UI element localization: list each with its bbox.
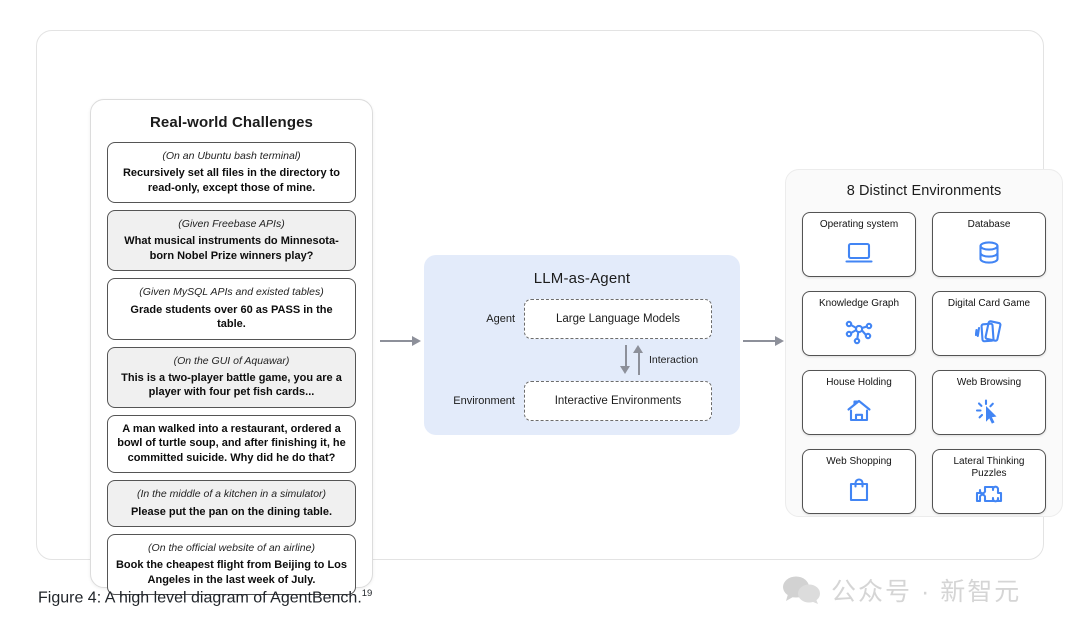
agent-row: Agent Large Language Models bbox=[436, 299, 712, 339]
figure-frame: Real-world Challenges (On an Ubuntu bash… bbox=[36, 30, 1063, 596]
challenge-text: Grade students over 60 as PASS in the ta… bbox=[130, 303, 333, 331]
environment-label: Database bbox=[967, 219, 1011, 230]
watermark-text: 公众号 · 新智元 bbox=[831, 578, 1022, 606]
challenge-card: (On the official website of an airline) B… bbox=[107, 534, 356, 596]
interaction-group: Interaction bbox=[620, 345, 698, 375]
challenge-text: Book the cheapest flight from Beijing to… bbox=[115, 559, 347, 586]
challenge-card: (On the GUI of Aquawar) This is a two-pla… bbox=[107, 346, 356, 408]
watermark: 公众号 · 新智元 bbox=[782, 572, 1021, 608]
environment-label: Lateral Thinking Puzzles bbox=[953, 456, 1025, 479]
environment-card[interactable]: Web Shopping bbox=[802, 449, 916, 514]
environment-card[interactable]: Operating system bbox=[802, 212, 916, 277]
house-icon bbox=[845, 392, 873, 430]
challenges-title: Real-world Challenges bbox=[150, 114, 313, 131]
knowledge-graph-icon bbox=[844, 313, 874, 351]
challenge-text: Please put the pan on the dining table. bbox=[130, 505, 333, 518]
laptop-icon bbox=[844, 234, 874, 272]
challenge-context: (Given MySQL APIs and existed tables) bbox=[139, 286, 324, 299]
interaction-arrows bbox=[620, 345, 644, 375]
challenge-context: (On the official website of an airline) bbox=[148, 542, 315, 555]
challenge-card: (On an Ubuntu bash terminal) Recursively … bbox=[107, 142, 356, 204]
challenge-context: (In the middle of a kitchen in a simulat… bbox=[136, 488, 327, 501]
challenge-card-list: (On an Ubuntu bash terminal) Recursively … bbox=[107, 142, 356, 596]
arrow-agent-to-environments bbox=[743, 334, 785, 348]
environment-card[interactable]: Digital Card Game bbox=[932, 291, 1046, 356]
challenge-card: (In the middle of a kitchen in a simulat… bbox=[107, 480, 356, 528]
challenge-card: A man walked into a restaurant, ordered … bbox=[107, 414, 356, 474]
environment-card[interactable]: Lateral Thinking Puzzles bbox=[932, 449, 1046, 514]
environment-label: Web Browsing bbox=[956, 377, 1022, 388]
environment-row-label: Environment bbox=[453, 395, 515, 407]
agent-panel-title: LLM-as-Agent bbox=[533, 270, 631, 287]
challenge-context: (On the GUI of Aquawar) bbox=[173, 354, 290, 367]
wechat-icon bbox=[782, 576, 822, 604]
arrow-down-icon bbox=[620, 345, 631, 375]
environment-label: Web Shopping bbox=[826, 456, 892, 467]
challenge-card: (Given MySQL APIs and existed tables) Gra… bbox=[107, 278, 356, 340]
environment-row: Environment Interactive Environments bbox=[436, 381, 712, 421]
challenge-context: (Given Freebase APIs) bbox=[178, 218, 285, 231]
interaction-label: Interaction bbox=[649, 354, 699, 366]
environment-card[interactable]: Database bbox=[932, 212, 1046, 277]
environment-card[interactable]: House Holding bbox=[802, 370, 916, 435]
environment-card[interactable]: Web Browsing bbox=[932, 370, 1046, 435]
figure-caption: Figure 4: A high level diagram of AgentB… bbox=[38, 588, 372, 607]
shopping-bag-icon bbox=[847, 471, 871, 509]
challenge-context: (On an Ubuntu bash terminal) bbox=[162, 150, 301, 162]
arrow-up-icon bbox=[633, 345, 644, 375]
environment-label: Operating system bbox=[819, 219, 899, 230]
environments-title: 8 Distinct Environments bbox=[846, 183, 1002, 199]
interactive-environments-box: Interactive Environments bbox=[524, 381, 712, 421]
challenge-text: What musical instruments do Minnesota-bo… bbox=[124, 235, 339, 262]
environment-label: Knowledge Graph bbox=[818, 298, 900, 309]
environment-label: House Holding bbox=[826, 377, 892, 388]
caption-footnote: 19 bbox=[361, 588, 373, 599]
large-language-models-box: Large Language Models bbox=[524, 299, 712, 339]
llm-as-agent-panel: LLM-as-Agent Agent Large Language Models… bbox=[424, 255, 740, 435]
challenge-card: (Given Freebase APIs) What musical instru… bbox=[107, 210, 356, 272]
cards-icon bbox=[975, 313, 1003, 351]
agent-row-label: Agent bbox=[486, 313, 515, 325]
environment-label: Digital Card Game bbox=[947, 298, 1031, 309]
challenge-text: A man walked into a restaurant, ordered … bbox=[117, 422, 346, 464]
challenge-text: This is a two-player battle game, you ar… bbox=[121, 371, 342, 399]
arrow-challenges-to-agent bbox=[380, 334, 422, 348]
environment-card[interactable]: Knowledge Graph bbox=[802, 291, 916, 356]
challenge-text: Recursively set all files in the directo… bbox=[122, 167, 341, 194]
cursor-click-icon bbox=[975, 392, 1003, 430]
real-world-challenges-panel: Real-world Challenges (On an Ubuntu bash… bbox=[90, 99, 373, 596]
database-icon bbox=[976, 234, 1002, 272]
caption-text: Figure 4: A high level diagram of AgentB… bbox=[38, 589, 362, 607]
puzzle-piece-icon bbox=[975, 483, 1003, 509]
distinct-environments-panel: 8 Distinct Environments Operating system… bbox=[785, 169, 1063, 517]
